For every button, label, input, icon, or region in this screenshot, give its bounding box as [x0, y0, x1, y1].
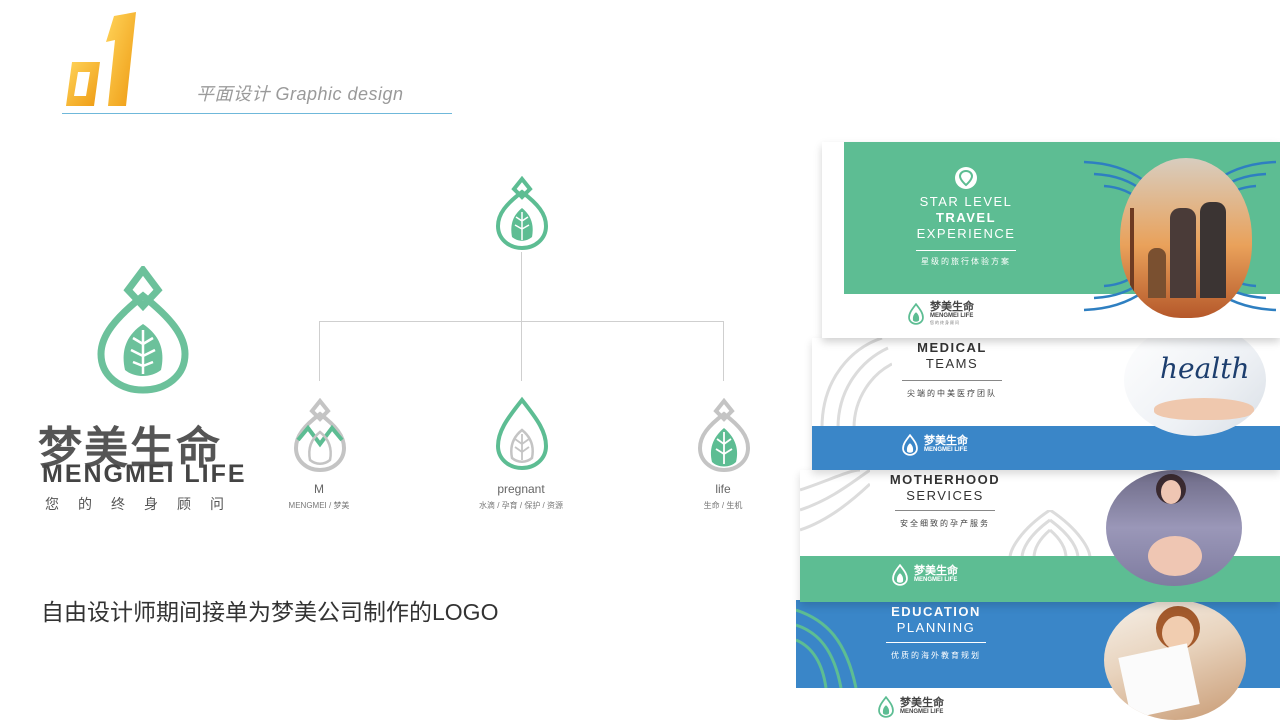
- banner-education-line1: EDUCATION: [891, 604, 981, 619]
- project-caption: 自由设计师期间接单为梦美公司制作的LOGO: [41, 599, 499, 625]
- tree-drop-line-right: [723, 321, 724, 381]
- logo-m-variant-icon: [293, 398, 347, 473]
- footer-logo-en: MENGMEI LIFE: [900, 709, 944, 715]
- tree-drop-line-center: [521, 321, 522, 381]
- pattern-lines-icon: [800, 470, 870, 532]
- banner-motherhood-line2: SERVICES: [906, 488, 984, 503]
- section-subtitle: 平面设计 Graphic design: [196, 84, 404, 104]
- footer-logo-cn: 梦美生命: [914, 565, 958, 577]
- footer-logo-en: MENGMEI LIFE: [924, 447, 968, 453]
- footer-logo-cn: 梦美生命: [924, 435, 968, 447]
- banner-education-photo: [1104, 600, 1246, 720]
- brand-english-name: MENGMEI LIFE: [42, 460, 247, 488]
- pattern-leaf-icon: [1008, 510, 1092, 558]
- footer-logo-en: MENGMEI LIFE: [930, 313, 974, 319]
- logo-life-variant-icon: [697, 398, 751, 473]
- banner-travel-divider: [916, 250, 1016, 251]
- banner-medical-photo: health: [1124, 338, 1266, 436]
- banner-travel-sub: 星级的旅行体验方案: [921, 257, 1011, 266]
- logo-pregnant-variant-icon: [495, 396, 549, 471]
- banner-medical-divider: [902, 380, 1002, 381]
- banner-education-sub: 优质的海外教育规划: [891, 651, 981, 660]
- banner-education-line2: PLANNING: [896, 620, 976, 635]
- footer-logo-icon: [892, 564, 908, 586]
- brand-tagline: 您的终身顾问: [45, 496, 243, 512]
- footer-logo-tag: 您的终身顾问: [930, 320, 960, 325]
- banner-travel-line3: EXPERIENCE: [916, 226, 1016, 241]
- banner-travel-line1: STAR LEVEL: [919, 194, 1013, 209]
- banner-travel-photo: [1120, 158, 1252, 318]
- banner-motherhood-sub: 安全细致的孕产服务: [900, 519, 990, 528]
- banner-motherhood-line1: MOTHERHOOD: [889, 472, 1001, 487]
- tree-root-logo-icon: [495, 176, 549, 251]
- tree-trunk-line: [521, 252, 522, 322]
- mengmei-logo-icon: [97, 266, 189, 394]
- header-divider: [62, 113, 452, 114]
- banner-motherhood-divider: [895, 510, 995, 511]
- footer-logo-icon: [902, 434, 918, 456]
- footer-logo-icon: [908, 302, 924, 325]
- pattern-lines-icon: [796, 608, 858, 688]
- pattern-lines-icon: [820, 338, 892, 428]
- tree-child-label-life: life: [715, 482, 731, 496]
- footer-logo-cn: 梦美生命: [930, 301, 974, 313]
- tree-child-sub-m: MENGMEI / 梦美: [288, 501, 350, 510]
- banner-travel-line2: TRAVEL: [935, 210, 997, 225]
- banner-education-divider: [886, 642, 986, 643]
- banner-medical-sub: 尖端的中美医疗团队: [907, 389, 997, 398]
- tree-child-label-pregnant: pregnant: [497, 482, 545, 496]
- footer-logo-icon: [878, 696, 894, 718]
- banner-motherhood-photo: [1106, 470, 1242, 586]
- banner-medical-line1: MEDICAL: [917, 340, 987, 355]
- banner-medical-line2: TEAMS: [925, 356, 979, 371]
- footer-logo-cn: 梦美生命: [900, 697, 944, 709]
- footer-logo-en: MENGMEI LIFE: [914, 577, 958, 583]
- tree-child-sub-life: 生命 / 生机: [703, 501, 743, 510]
- tree-child-sub-pregnant: 水滴 / 孕育 / 保护 / 资源: [478, 501, 563, 510]
- banner-travel: STAR LEVEL TRAVEL EXPERIENCE 星级的旅行体验方案 梦…: [822, 142, 1280, 338]
- tree-child-label-m: M: [314, 482, 324, 496]
- tree-drop-line-left: [319, 321, 320, 381]
- location-pin-icon: [955, 167, 977, 189]
- brand-chinese-name: 梦美生命: [38, 424, 222, 473]
- section-number: [66, 12, 136, 106]
- health-text: health: [1160, 352, 1250, 385]
